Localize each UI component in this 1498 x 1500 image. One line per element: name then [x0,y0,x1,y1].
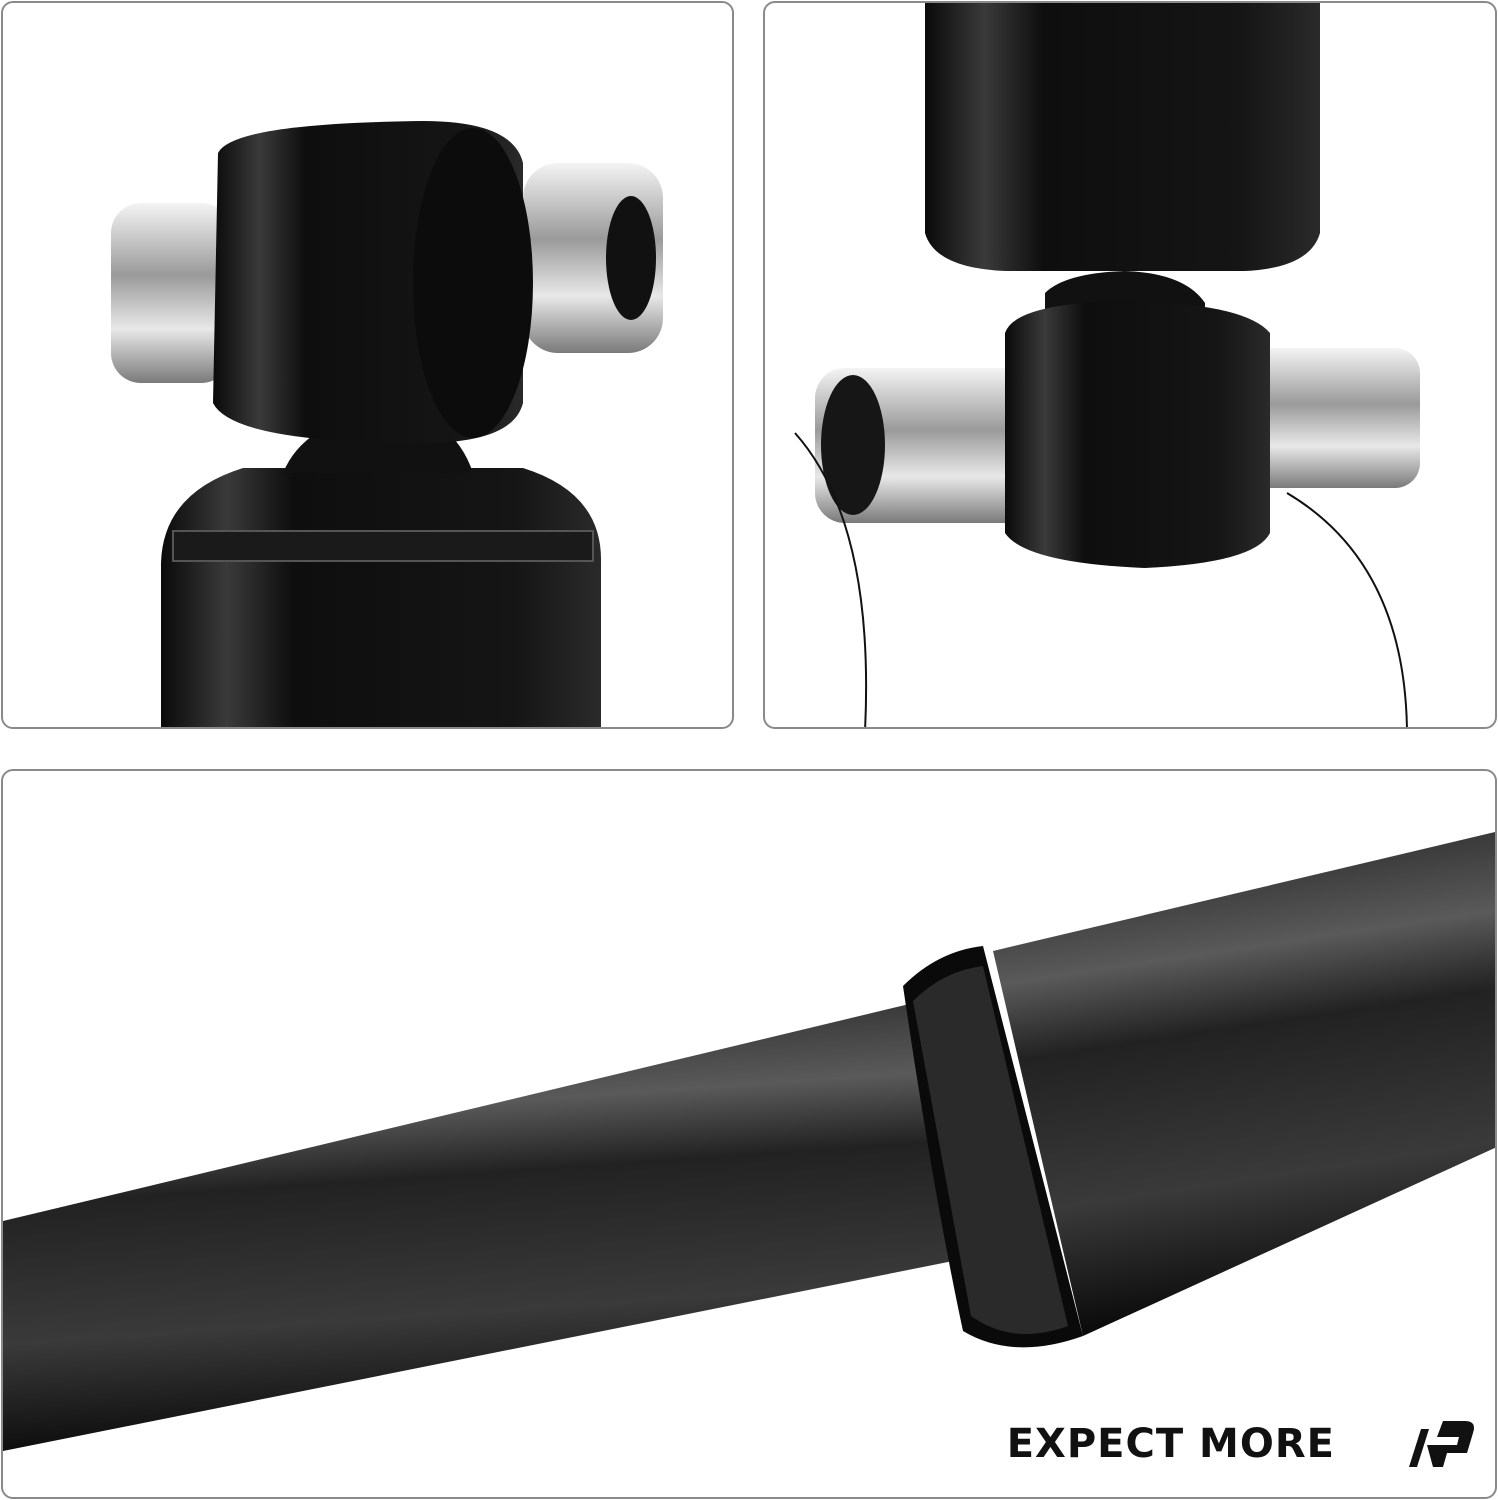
bushing-closeup-illustration [111,121,663,727]
product-image-top-right [763,1,1497,729]
brand-logo-icon [1409,1421,1474,1467]
shock-body-tube-illustration [3,831,1495,1451]
bushing-sleeve-illustration [794,3,1420,727]
product-image-bottom: EXPECT MORE [1,769,1497,1499]
brand-tagline: EXPECT MORE [1006,1421,1335,1467]
product-image-top-left [1,1,734,729]
